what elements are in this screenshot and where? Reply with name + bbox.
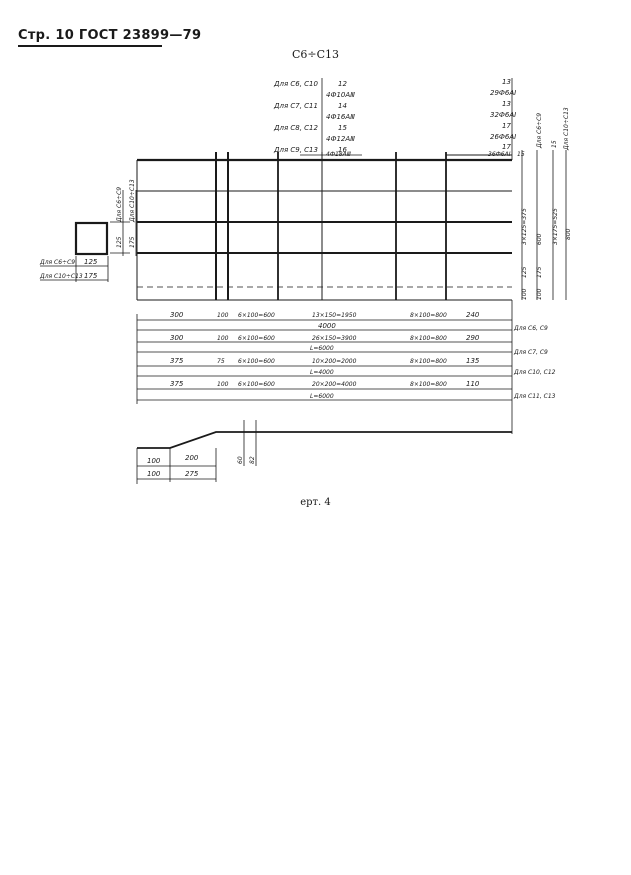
header-rule [18,45,162,47]
row2-seg6: 290 [466,334,480,342]
right-callout-9: 15 [517,151,525,158]
callout-value-3: 15 [338,124,347,132]
callout-for-3: Для С8, С12 [273,124,319,132]
right-callout-1: 13 [502,78,511,86]
row2-seg1: 300 [170,334,184,342]
row3-seg1: 375 [170,357,184,365]
row2-total: L=6000 [310,345,334,352]
row3-seg2: 75 [217,358,225,365]
callout-value-1: 12 [338,80,347,88]
right-callout-4: 32Ф6АⅠ [490,111,516,119]
row4-label: Для С11, С13 [513,393,556,400]
row1-label: Для С6, С9 [513,325,548,332]
callout-rebar-2: 4Ф16АⅢ [326,113,355,121]
row4-seg6: 110 [466,380,480,388]
row4-seg3: 6×100=600 [238,381,275,388]
row1-seg3: 6×100=600 [238,312,275,319]
right-callout-7: 17 [502,143,511,151]
row3-seg6: 135 [466,357,480,365]
row2-seg4: 26×150=3900 [312,335,357,342]
row4-seg1: 375 [170,380,184,388]
section-box [74,221,109,256]
right-dim-100b: 100 [536,288,543,300]
right-callout-5: 17 [502,122,511,130]
drawing-title: С6÷С13 [291,48,340,61]
row4-seg5: 8×100=800 [410,381,447,388]
row1-seg1: 300 [170,311,184,319]
section-row2-dim: 175 [84,272,98,280]
detail-a2: 200 [185,454,199,462]
left-for-c10-c13: Для С10÷С13 [129,179,136,223]
detail-v1: 60 [237,456,244,464]
detail-b2: 275 [185,470,199,478]
figure-caption: ерт. 4 [300,497,331,508]
row2-seg2: 100 [217,335,229,342]
page-header: Стр. 10 ГОСТ 23899—79 [18,28,202,43]
right-dim-3x175: 3×175=525 [552,208,559,245]
right-for-c10-c13: Для С10÷С13 [563,107,570,151]
right-dim-600: 600 [536,233,543,245]
detail-b1: 100 [147,470,161,478]
right-dim-15: 15 [551,140,558,148]
row3-label: Для С10, С12 [513,369,556,376]
left-for-c6-c9: Для С6÷С9 [116,187,123,223]
row1-seg6: 240 [466,311,480,319]
row4-total: L=6000 [310,393,334,400]
section-row1-label: Для С6÷С9 [39,259,75,266]
callout-rebar-4: 4Ф18АⅢ [326,151,351,158]
right-dim-3x125: 3×125=375 [521,208,528,245]
right-dim-175: 175 [536,266,543,278]
row2-seg3: 6×100=600 [238,335,275,342]
row4-seg2: 100 [217,381,229,388]
callout-value-4: 16 [338,146,347,154]
callout-rebar-3: 4Ф12АⅢ [326,135,355,143]
right-callout-3: 13 [502,100,511,108]
row3-seg3: 6×100=600 [238,358,275,365]
row2-seg5: 8×100=800 [410,335,447,342]
row3-seg4: 10×200=2000 [312,358,357,365]
row2-label: Для С7, С9 [513,349,548,356]
right-dim-125: 125 [521,266,528,278]
left-dim-175: 175 [129,236,136,248]
row4-seg4: 20×200=4000 [312,381,357,388]
detail-v2: 82 [249,456,256,464]
right-for-c6-c9: Для С6÷С9 [536,113,543,149]
section-row1-dim: 125 [84,258,98,266]
row1-total: 4000 [318,322,336,330]
callout-for-4: Для С9, С13 [273,146,318,154]
right-dim-100a: 100 [521,288,528,300]
callout-for-2: Для С7, С11 [273,102,318,110]
callout-rebar-1: 4Ф10АⅢ [326,91,355,99]
row3-seg5: 8×100=800 [410,358,447,365]
row1-seg5: 8×100=800 [410,312,447,319]
right-callout-2: 29Ф6АⅠ [490,89,516,97]
left-dim-125: 125 [116,236,123,248]
bent-bar [137,431,512,449]
detail-a1: 100 [147,457,161,465]
right-callout-6: 26Ф6АⅠ [490,133,516,141]
callout-value-2: 14 [338,102,347,110]
right-callout-8: 36Ф6АⅠ [488,151,511,158]
row1-seg4: 13×150=1950 [312,312,357,319]
row1-seg2: 100 [217,312,229,319]
section-row2-label: Для С10÷С13 [39,273,83,280]
right-dim-800: 800 [565,228,572,240]
callout-for-1: Для С6, С10 [273,80,319,88]
row3-total: L=4000 [310,369,334,376]
